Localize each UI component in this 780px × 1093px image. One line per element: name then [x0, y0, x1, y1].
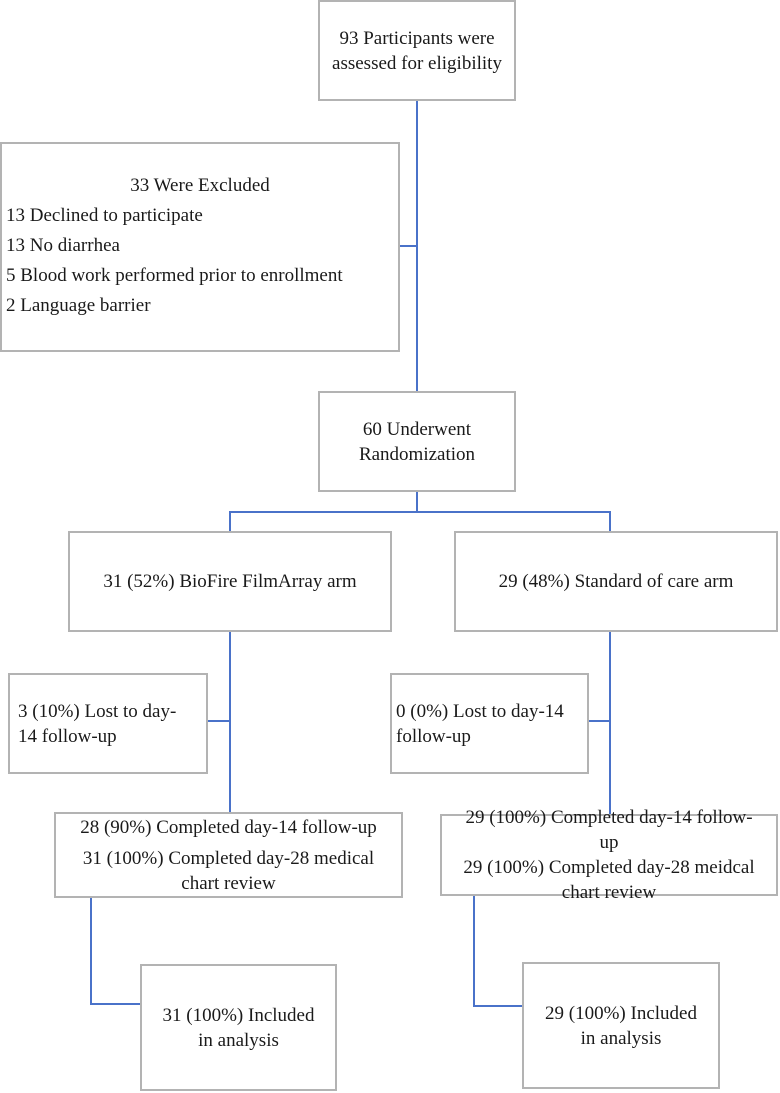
connector-standard-arm-down [609, 631, 611, 815]
connector-standard-completed-down [473, 895, 475, 1006]
randomized-line-1: 60 Underwent [362, 418, 472, 440]
excluded-item: 13 No diarrhea [6, 235, 120, 256]
connector-randomized-down [416, 491, 418, 512]
biofire-lost-line-1: 3 (10%) Lost to day- [18, 700, 177, 722]
randomized-box: 60 Underwent Randomization [318, 391, 516, 492]
connector-to-biofire-arm [229, 511, 231, 532]
connector-randomized-split [229, 511, 611, 513]
biofire-analysis-box: 31 (100%) Included in analysis [140, 964, 337, 1091]
biofire-completed-followup: 28 (90%) Completed day-14 follow-up [80, 816, 377, 838]
biofire-arm-box: 31 (52%) BioFire FilmArray arm [68, 531, 392, 632]
standard-arm-box: 29 (48%) Standard of care arm [454, 531, 778, 632]
connector-to-standard-analysis [473, 1005, 523, 1007]
biofire-analysis-line-2: in analysis [198, 1029, 279, 1051]
connector-to-excluded [399, 245, 417, 247]
biofire-lost-box: 3 (10%) Lost to day- 14 follow-up [8, 673, 208, 774]
standard-analysis-line-2: in analysis [580, 1027, 662, 1049]
randomized-line-2: Randomization [358, 443, 476, 465]
connector-to-biofire-lost [207, 720, 230, 722]
excluded-item: 13 Declined to participate [6, 205, 203, 226]
biofire-completed-box: 28 (90%) Completed day-14 follow-up 31 (… [54, 812, 403, 898]
connector-biofire-completed-down [90, 897, 92, 1004]
standard-lost-box: 0 (0%) Lost to day-14 follow-up [390, 673, 589, 774]
biofire-arm-label: 31 (52%) BioFire FilmArray arm [103, 571, 357, 592]
assessed-box: 93 Participants were assessed for eligib… [318, 0, 516, 101]
connector-to-biofire-analysis [90, 1003, 141, 1005]
standard-analysis-line-1: 29 (100%) Included [545, 1002, 697, 1024]
standard-completed-review-line-1: 29 (100%) Completed day-28 meidcal [463, 857, 755, 878]
excluded-item: 5 Blood work performed prior to enrollme… [6, 265, 343, 286]
standard-completed-followup-line-2: up [599, 832, 619, 853]
standard-arm-label: 29 (48%) Standard of care arm [498, 571, 734, 592]
connector-to-standard-arm [609, 511, 611, 532]
biofire-completed-review-line-1: 31 (100%) Completed day-28 medical [82, 847, 375, 869]
excluded-box: 33 Were Excluded 13 Declined to particip… [0, 142, 400, 352]
biofire-completed-review-line-2: chart review [181, 872, 276, 894]
standard-lost-line-1: 0 (0%) Lost to day-14 [396, 700, 564, 722]
connector-biofire-arm-down [229, 631, 231, 813]
biofire-lost-line-2: 14 follow-up [18, 725, 117, 747]
standard-completed-review-line-2: chart review [561, 882, 657, 903]
excluded-item: 2 Language barrier [6, 295, 151, 316]
excluded-title: 33 Were Excluded [130, 175, 270, 196]
connector-assessed-to-randomized [416, 101, 418, 392]
connector-to-standard-lost [588, 720, 610, 722]
standard-completed-box: 29 (100%) Completed day-14 follow- up 29… [440, 807, 778, 903]
standard-analysis-box: 29 (100%) Included in analysis [522, 962, 720, 1089]
standard-lost-line-2: follow-up [396, 725, 471, 747]
assessed-line-2: assessed for eligibility [332, 52, 502, 74]
assessed-line-1: 93 Participants were [339, 27, 495, 49]
biofire-analysis-line-1: 31 (100%) Included [162, 1004, 315, 1026]
standard-completed-followup-line-1: 29 (100%) Completed day-14 follow- [465, 807, 753, 828]
